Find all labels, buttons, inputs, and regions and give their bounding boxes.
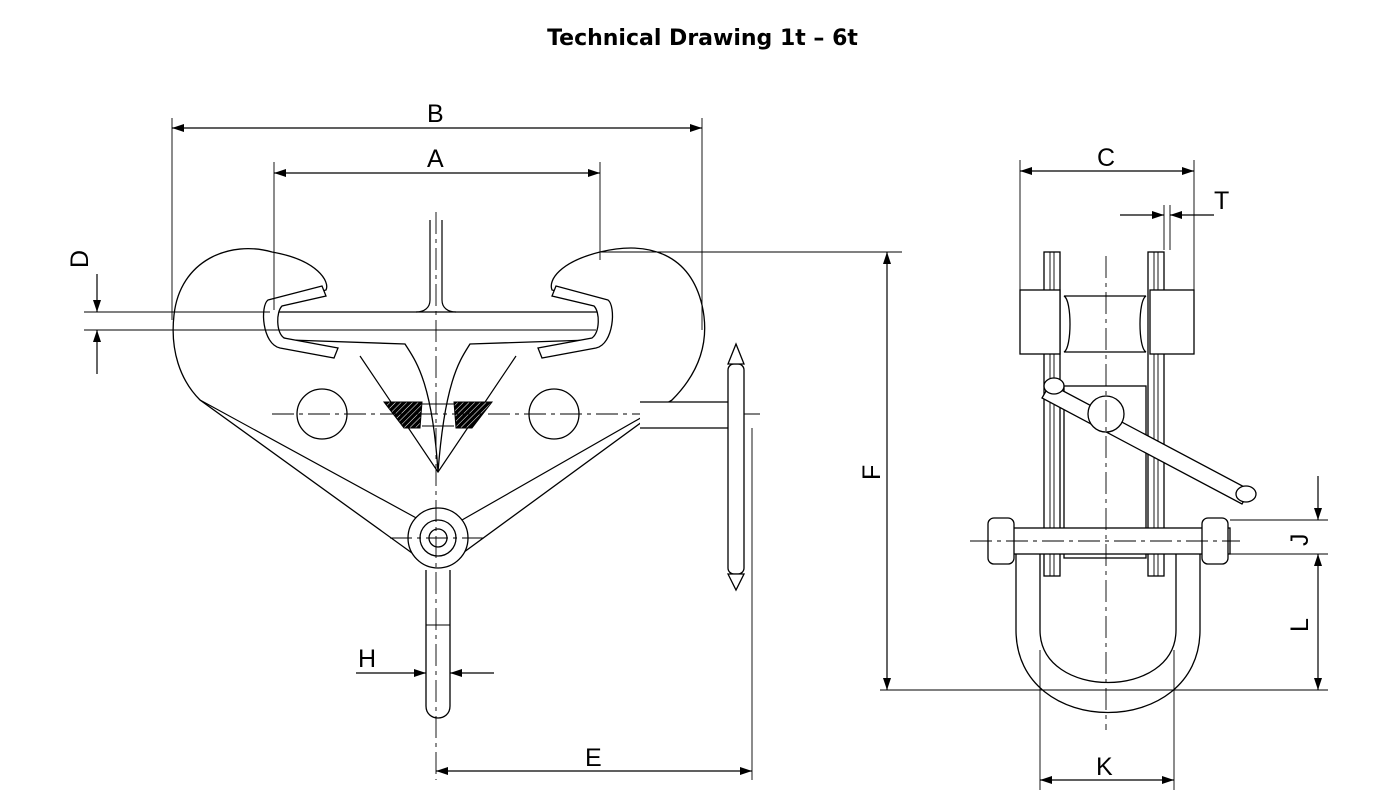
left-jaw-block [1019,289,1061,355]
dim-label-A: A [427,145,444,173]
beam-web [415,220,457,313]
right-jaw-lip [537,285,614,359]
dim-label-E: E [585,744,602,772]
dim-label-T: T [1214,187,1229,215]
dim-label-L: L [1286,618,1314,632]
dim-label-D: D [66,250,94,268]
dim-label-C: C [1097,144,1115,172]
shackle [1015,539,1201,713]
left-jaw-lip [262,285,339,359]
side-view [880,160,1328,790]
front-view [84,118,902,780]
handle-bar [727,363,745,575]
dim-label-J: J [1286,534,1314,547]
spacer-body [1063,295,1147,353]
dim-label-B: B [427,100,444,128]
dim-label-K: K [1096,753,1113,781]
dim-label-F: F [858,465,886,480]
right-nut [453,401,494,429]
dim-label-H: H [358,645,376,673]
right-jaw-block [1149,289,1195,355]
handle-shaft [640,401,741,429]
left-nut [382,401,423,429]
hanging-eye [425,570,451,719]
page-title: Technical Drawing 1t – 6t [547,26,858,51]
